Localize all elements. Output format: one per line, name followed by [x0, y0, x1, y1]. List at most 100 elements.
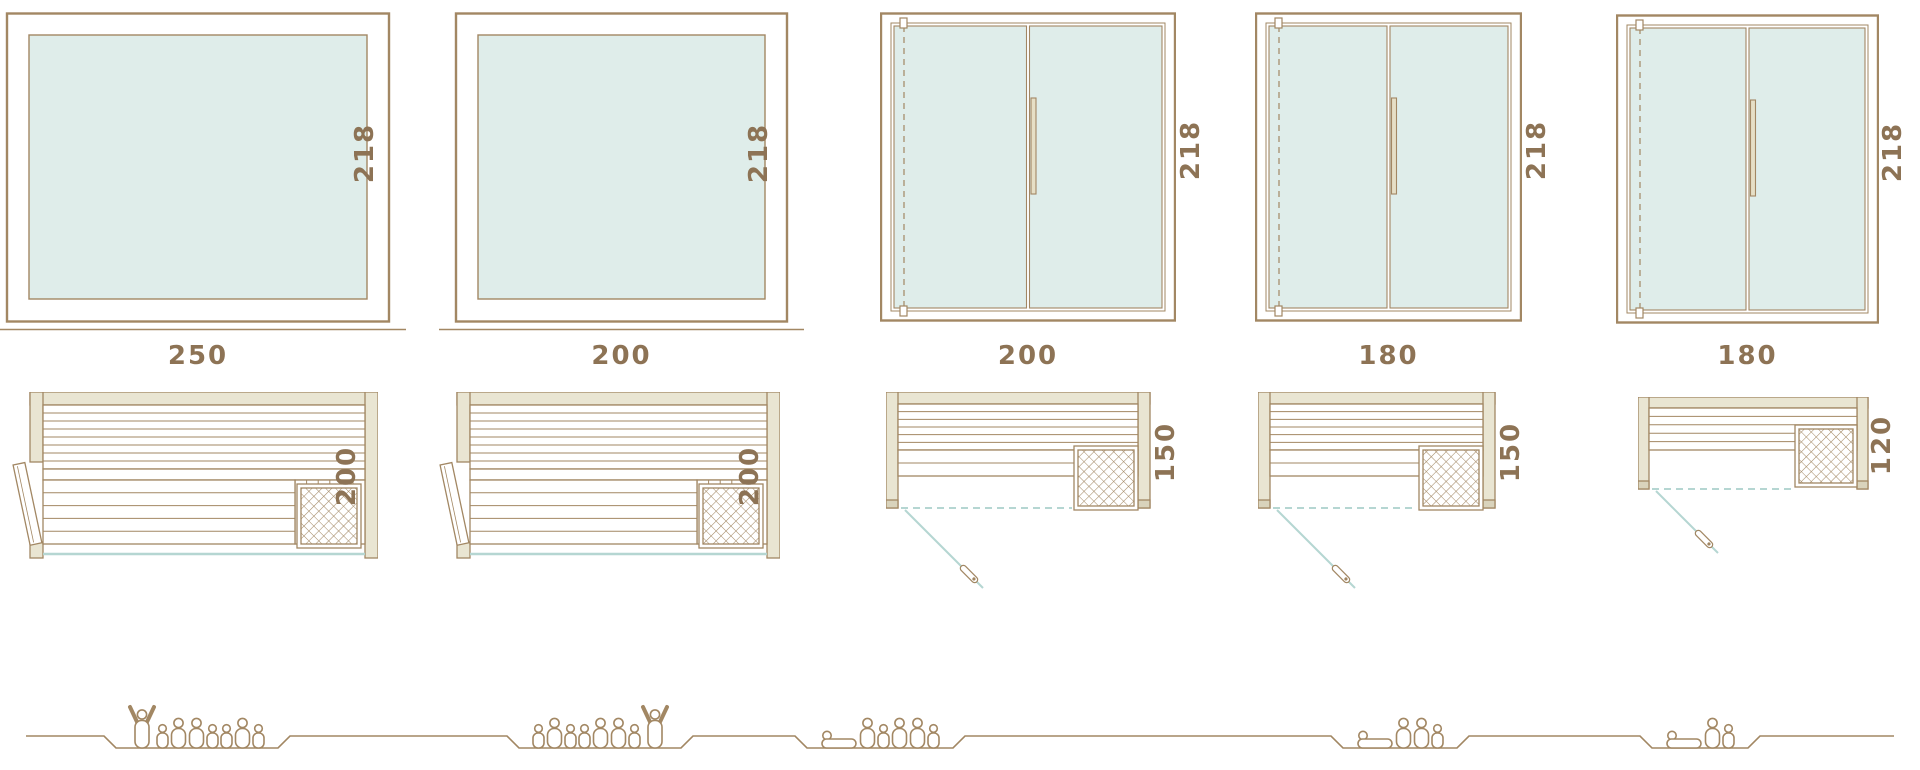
left-wall — [1258, 392, 1271, 509]
person-child — [564, 723, 577, 749]
plan-view-4 — [1258, 392, 1515, 597]
heater — [300, 487, 358, 545]
back-wall — [886, 392, 1151, 405]
person-adult — [170, 717, 187, 749]
right-front-post — [1137, 499, 1151, 509]
person-recline — [1666, 730, 1702, 749]
height-dim-1: 218 — [350, 122, 380, 184]
left-front-post — [1638, 480, 1650, 490]
left-front-post — [886, 499, 899, 509]
depth-dim-1: 200 — [332, 445, 362, 507]
right-front-post — [1482, 499, 1496, 509]
person-child — [206, 723, 219, 749]
front-elevation-4 — [1255, 12, 1522, 324]
person-adult — [592, 717, 609, 749]
hinge-top — [899, 17, 908, 29]
person-child — [252, 723, 265, 749]
hinge-bottom — [1635, 307, 1644, 319]
left-wall — [886, 392, 899, 509]
person-adult — [234, 717, 251, 749]
depth-dim-3: 150 — [1151, 421, 1181, 483]
height-dim-3: 218 — [1176, 119, 1206, 181]
person-child — [877, 723, 890, 749]
glass-door-left — [1268, 25, 1388, 309]
width-dim-4: 180 — [1358, 341, 1419, 371]
hinge-bottom — [1274, 305, 1283, 317]
hinge-bottom — [899, 305, 908, 317]
door-leaf — [1694, 529, 1714, 549]
plan-view-1 — [2, 392, 378, 570]
person-child — [927, 723, 940, 749]
lower-bench — [42, 479, 296, 545]
person-recline — [1357, 730, 1393, 749]
right-front-post — [1856, 480, 1869, 490]
door-leaf — [12, 461, 43, 547]
person-adult — [859, 717, 876, 749]
back-wall — [1258, 392, 1496, 405]
person-child — [578, 723, 591, 749]
depth-dim-2: 200 — [735, 445, 765, 507]
left-front-post — [1258, 499, 1271, 509]
glass-door-right — [1748, 27, 1866, 311]
front-elevation-5 — [1616, 14, 1879, 326]
left-wall — [1638, 397, 1650, 490]
person-child — [156, 723, 169, 749]
width-dim-2: 200 — [591, 341, 652, 371]
hinge-top — [1635, 19, 1644, 31]
bench-apron — [469, 468, 768, 481]
heater — [702, 487, 760, 545]
width-dim-3: 200 — [997, 341, 1059, 371]
capacity-strip — [0, 688, 1920, 770]
person-adult — [610, 717, 627, 749]
person-recline — [821, 730, 857, 749]
ground-line — [26, 735, 1894, 749]
height-dim-5: 218 — [1878, 121, 1908, 183]
front-elevation-1 — [0, 12, 406, 336]
heater — [1422, 449, 1480, 507]
person-child — [1431, 723, 1444, 749]
front-elevation-2 — [439, 12, 804, 336]
person-adult — [909, 717, 926, 749]
door-leaf — [1331, 564, 1351, 584]
right-wall — [766, 392, 780, 559]
left-wall — [456, 392, 471, 463]
door-handle — [1749, 99, 1757, 197]
person-adult — [1395, 717, 1412, 749]
door-handle — [1390, 97, 1398, 195]
back-wall — [1638, 397, 1869, 409]
height-dim-4: 218 — [1522, 119, 1552, 181]
door-leaf — [439, 461, 470, 547]
hinge-top — [1274, 17, 1283, 29]
left-wall — [29, 392, 44, 463]
back-wall — [29, 392, 378, 406]
width-dim-1: 250 — [167, 341, 229, 371]
door-leaf — [959, 564, 979, 584]
person-adult — [546, 717, 563, 749]
person-child — [220, 723, 233, 749]
person-arms-up — [128, 705, 156, 749]
person-adult — [1704, 717, 1721, 749]
person-adult — [1413, 717, 1430, 749]
person-adult — [188, 717, 205, 749]
height-dim-2: 218 — [744, 122, 774, 184]
person-adult — [891, 717, 908, 749]
glass-door-left — [1629, 27, 1747, 311]
plan-view-3 — [886, 392, 1170, 597]
depth-dim-5: 120 — [1867, 414, 1897, 476]
right-wall — [364, 392, 378, 559]
person-arms-up — [641, 705, 669, 749]
right-wall — [1137, 392, 1151, 509]
bench-apron — [42, 468, 366, 481]
width-dim-5: 180 — [1717, 341, 1778, 371]
door-handle — [1030, 97, 1037, 195]
right-wall — [1482, 392, 1496, 509]
glass-panel — [477, 34, 766, 300]
front-elevation-3 — [880, 12, 1176, 324]
lower-bench — [469, 479, 698, 545]
plan-view-5 — [1638, 397, 1888, 572]
glass-door-right — [1028, 25, 1163, 309]
glass-door-right — [1389, 25, 1509, 309]
depth-dim-4: 150 — [1496, 421, 1526, 483]
heater — [1077, 449, 1135, 507]
